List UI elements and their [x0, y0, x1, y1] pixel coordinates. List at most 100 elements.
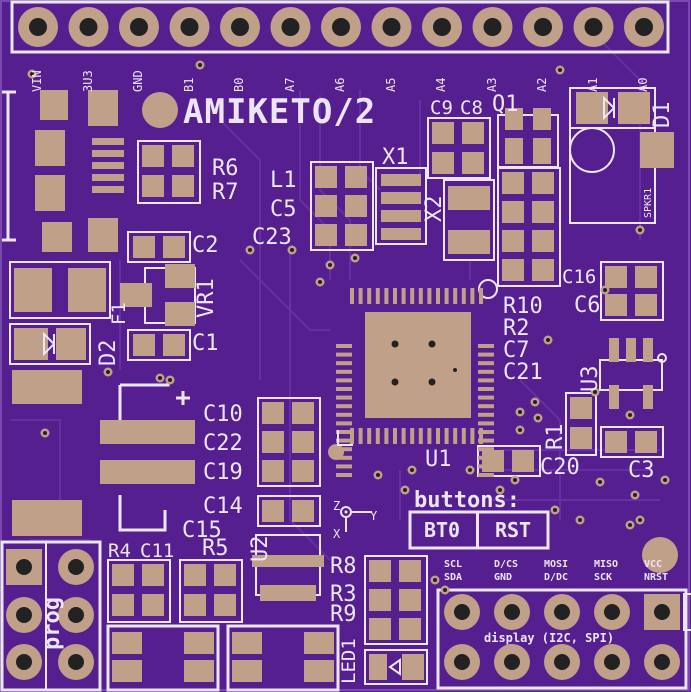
mcu-pin [478, 455, 494, 460]
label-r5: R5 [202, 536, 229, 561]
button-divider [476, 512, 479, 548]
mcu-pin [478, 438, 494, 443]
mcu-pin [393, 428, 397, 444]
button-bt0-label: BT0 [423, 518, 461, 542]
top-pin-label: A0 [636, 77, 650, 92]
mcu-pin [401, 428, 406, 444]
via-hole [433, 578, 437, 582]
display-pin-bottom-label: NRST [644, 572, 669, 583]
mcu-pin [418, 288, 423, 304]
mcu-pin [478, 369, 494, 374]
mcu-pin [427, 288, 432, 304]
mcu-pin [453, 428, 458, 444]
display-label: display (I2C, SPI) [484, 631, 615, 645]
display-pin-hole [504, 604, 520, 620]
via-hole [43, 431, 47, 435]
via-hole [638, 518, 642, 522]
top-pin-label: A6 [333, 77, 347, 92]
label-r7: R7 [212, 180, 239, 205]
display-pin-top-label: SCL [444, 559, 463, 570]
mcu-pin [410, 428, 415, 444]
mcu-pin [436, 428, 440, 444]
via-hole [553, 508, 557, 512]
mcu-pin [350, 288, 354, 304]
mcu-pin [478, 447, 494, 452]
display-pin-bottom-label: D/DC [544, 572, 569, 583]
display-pin-hole [604, 604, 620, 620]
label-c21: C21 [503, 360, 543, 385]
mcu-pin [479, 428, 483, 444]
label-c5: C5 [270, 197, 297, 222]
axis-y-label: Y [370, 509, 378, 523]
mcu-pin [470, 428, 475, 444]
mcu-pin [358, 428, 363, 444]
header-pin-hole [534, 18, 552, 36]
top-pin-label: GND [131, 70, 145, 92]
display-pin-hole [454, 604, 470, 620]
mcu-pin [478, 387, 494, 391]
label-c14: C14 [203, 494, 243, 519]
mcu-pin [336, 378, 352, 383]
via-hole [248, 248, 252, 252]
via-hole [198, 63, 202, 67]
mcu-pin [427, 428, 432, 444]
mcu-pin [375, 288, 380, 304]
mcu-pin [444, 428, 449, 444]
via-hole [410, 468, 414, 472]
mcu-pin [336, 447, 352, 452]
via-hole [603, 288, 607, 292]
via-hole [498, 488, 502, 492]
mcu-pin [336, 344, 352, 348]
mcu-pin [336, 369, 352, 374]
mcu-pin [336, 464, 352, 469]
mcu-pin [367, 428, 372, 444]
via-hole [443, 588, 447, 592]
buttons-header: buttons: [414, 488, 520, 513]
via-hole [318, 280, 322, 284]
prog-pin-hole [16, 559, 32, 575]
mcu-pin [478, 412, 494, 417]
label-c8: C8 [460, 97, 483, 119]
mcu-pin [461, 288, 466, 304]
via-hole [533, 400, 537, 404]
label-r8: R8 [330, 554, 357, 579]
header-pin-hole [231, 18, 249, 36]
mcu-pin [336, 387, 352, 391]
top-pin-label: B0 [232, 77, 246, 92]
label-q1: Q1 [492, 92, 519, 117]
mcu-pin [478, 464, 494, 469]
via-hole [290, 248, 294, 252]
label-r4: R4 [108, 540, 131, 562]
mcu-pin [336, 473, 352, 477]
prog-pin-hole [68, 607, 84, 623]
via-hole [593, 390, 597, 394]
header-pin-hole [483, 18, 502, 36]
label-u1: U1 [425, 447, 452, 472]
label-f1: F1 [108, 302, 130, 325]
display-pin-outline [683, 593, 691, 631]
top-pin-label: 3U3 [80, 70, 95, 92]
label-r6: R6 [212, 156, 239, 181]
top-pin-label: A7 [282, 77, 297, 92]
header-pin-hole [130, 18, 148, 36]
label-r2: R2 [503, 316, 530, 341]
mcu-pin [350, 428, 354, 444]
mcu-pin [478, 421, 494, 426]
label-c10: C10 [203, 402, 243, 427]
label-spkr1: SPKR1 [643, 187, 654, 218]
prog-pin-hole [16, 654, 32, 670]
via-hole [558, 68, 562, 72]
mcu-pin [418, 428, 423, 444]
via-hole [468, 468, 472, 472]
button-rst-label: RST [494, 518, 532, 542]
display-pin-hole [554, 604, 570, 620]
mcu-pin [444, 288, 449, 304]
display-pin-hole [454, 654, 470, 670]
via-hole [536, 416, 540, 420]
display-pin-top-label: VCC [644, 559, 663, 570]
mcu-pin [453, 288, 458, 304]
display-pin-bottom-label: SCK [594, 572, 613, 583]
header-pin-hole [635, 18, 653, 36]
via-hole [546, 338, 550, 342]
